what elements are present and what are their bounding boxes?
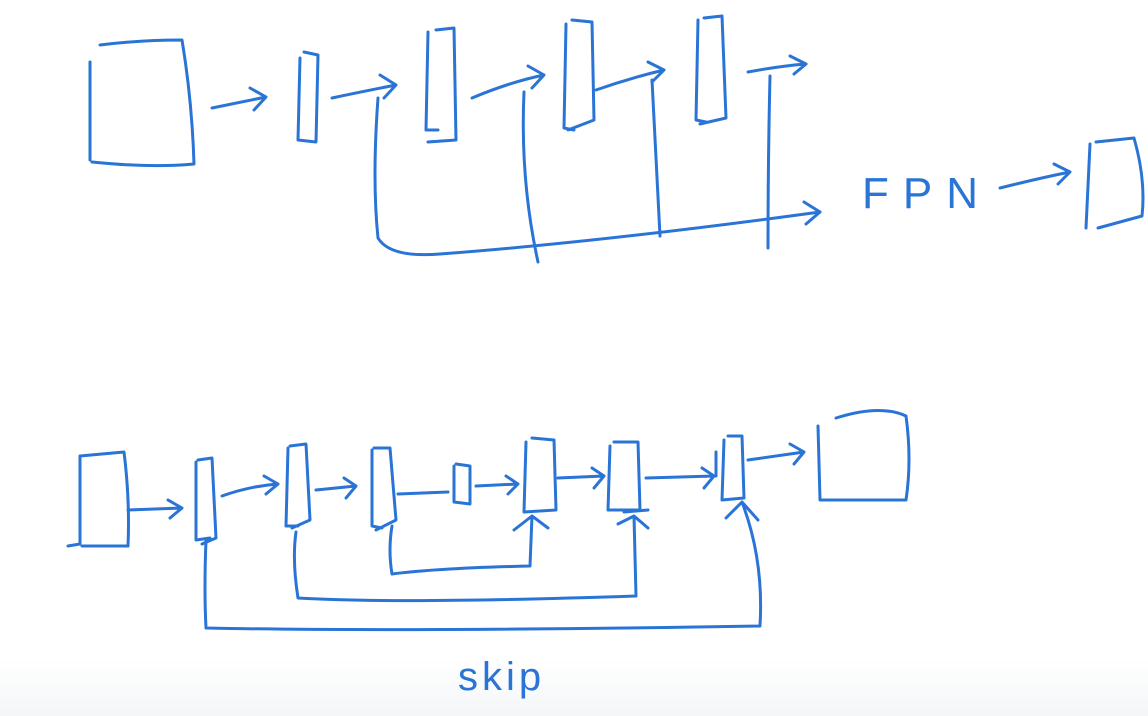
fpn-lateral-from-feat3 [650, 78, 662, 238]
unet-arrow-bottleneck-to-d1 [474, 474, 520, 496]
unet-bottleneck [452, 462, 472, 506]
unet-diagram: skip [66, 408, 911, 699]
fpn-output-box [1084, 136, 1145, 230]
unet-encoder-3 [370, 446, 398, 532]
unet-output-box [816, 408, 911, 502]
unet-decoder-3 [714, 434, 746, 502]
unet-decoder-2 [606, 440, 642, 512]
fpn-arrow-into-fpn [802, 200, 822, 226]
unet-skip-connection-inner [388, 514, 550, 576]
fpn-lateral-from-feat4 [766, 74, 772, 250]
unet-arrow-d3-to-output [746, 442, 806, 466]
fpn-arrow-feat1-to-feat2 [330, 73, 398, 100]
unet-arrow-e1-to-e2 [220, 474, 280, 498]
skip-label: skip [458, 655, 545, 699]
unet-arrow-e3-to-bottleneck [396, 490, 450, 496]
fpn-feature-map-2 [424, 26, 458, 144]
unet-encoder-2 [284, 442, 312, 530]
unet-encoder-1 [194, 456, 218, 546]
fpn-label: FPN [862, 169, 992, 218]
fpn-feature-map-3 [562, 18, 596, 132]
unet-arrow-input-to-e1 [126, 498, 184, 520]
unet-arrow-d1-to-d2 [556, 466, 606, 490]
fpn-feature-map-4 [694, 14, 728, 126]
fpn-diagram: FPN [88, 14, 1145, 264]
unet-skip-connection-middle [292, 508, 650, 603]
fpn-arrow-feat2-to-feat3 [470, 64, 546, 100]
fpn-arrow-feat3-to-feat4 [594, 60, 666, 92]
unet-skip-connection-outer [203, 500, 763, 632]
fpn-feature-map-1 [296, 50, 320, 144]
fpn-lateral-from-feat2 [521, 90, 540, 264]
fpn-input-box [88, 38, 196, 168]
fpn-arrow-to-output [998, 162, 1072, 190]
unet-decoder-1 [522, 436, 558, 514]
unet-arrow-d2-to-d3 [644, 466, 716, 490]
unet-input-box [66, 450, 130, 548]
unet-arrow-e2-to-e3 [314, 476, 358, 500]
fpn-arrow-input-to-feat1 [210, 86, 268, 112]
fpn-lateral-from-feat1 [373, 96, 822, 257]
fpn-arrow-feat4-out [746, 54, 808, 76]
